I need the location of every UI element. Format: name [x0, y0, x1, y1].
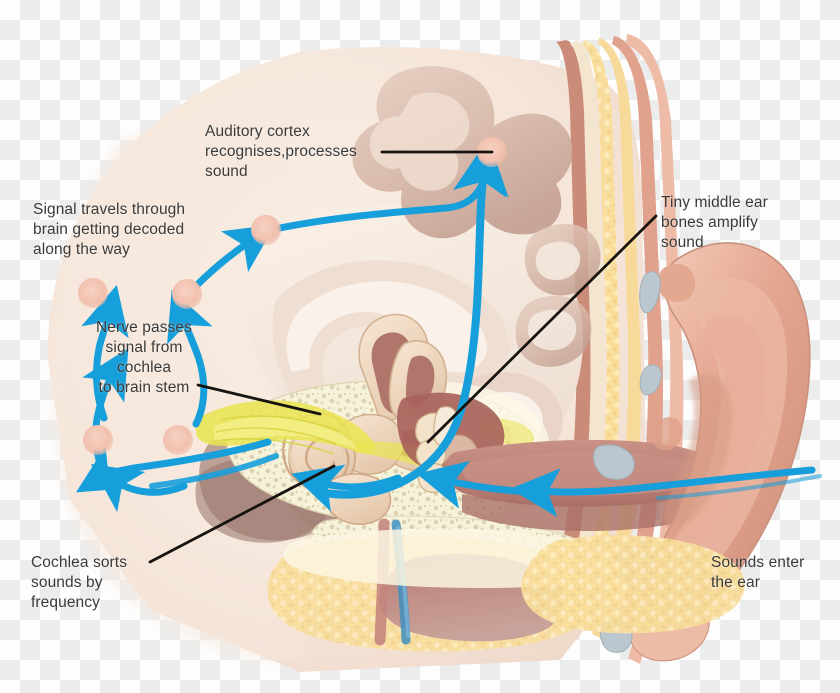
nerve-brain-stem-leader	[196, 383, 322, 416]
arrow-curve-up-to-cortex	[314, 138, 509, 499]
middle-ear-bones-leader	[426, 214, 658, 444]
lower-head-structures	[267, 518, 745, 652]
arrow-loop-lower-right-up	[167, 290, 213, 428]
node-lower-right	[163, 425, 193, 455]
arrow-canal-to-cochlea	[416, 460, 532, 509]
node-upper-left	[78, 278, 108, 308]
arrow-cochlea-to-brainstem	[291, 464, 402, 512]
cochlea-leader	[148, 464, 336, 564]
label-sounds-enter: Sounds enter the ear	[711, 554, 805, 592]
node-upper-mid	[251, 215, 281, 245]
cortex-arrow-group	[314, 138, 509, 499]
node-mid-right	[172, 279, 202, 309]
pinna-outer-ear	[629, 242, 811, 662]
leader-lines	[148, 150, 658, 564]
label-middle-ear-bones: Tiny middle ear bones amplify sound	[661, 194, 768, 252]
label-signal-travels: Signal travels through brain getting dec…	[33, 201, 186, 259]
label-auditory-cortex: Auditory cortex recognises,processes sou…	[205, 123, 357, 181]
label-cochlea-sorts: Cochlea sorts sounds by frequency	[31, 554, 128, 612]
arrow-node-to-cortex	[192, 224, 276, 290]
arrow-ear-canal-inward	[510, 466, 816, 517]
node-lower-left	[83, 425, 113, 455]
label-nerve-passes-signal: Nerve passes signal from cochlea to brai…	[96, 319, 192, 397]
